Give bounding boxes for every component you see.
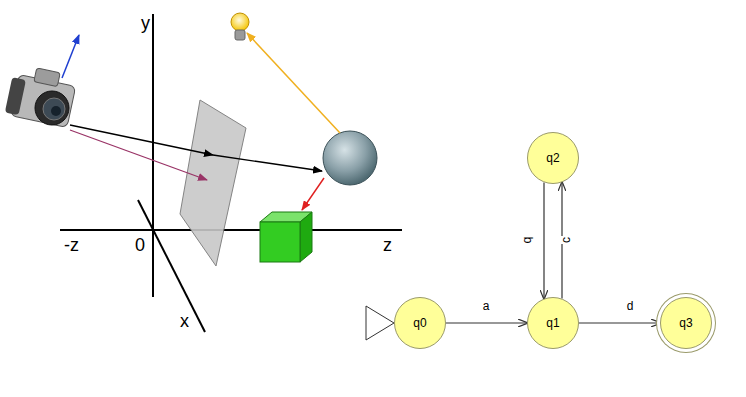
transition-label: c xyxy=(560,236,572,244)
state-circle: q1 xyxy=(527,297,579,349)
state-name: q1 xyxy=(546,316,559,330)
state-circle: q2 xyxy=(527,132,579,184)
axis-label: -z xyxy=(64,236,79,254)
transition-arrow xyxy=(543,182,544,298)
state-name: q2 xyxy=(546,151,559,165)
transition-label: b xyxy=(522,236,534,245)
state-circle: q0 xyxy=(394,297,446,349)
state-name: q3 xyxy=(679,316,692,330)
final-state-circle: q3 xyxy=(660,297,712,349)
axis-label: x xyxy=(180,312,189,330)
transition-label: d xyxy=(626,300,635,312)
axis-label: y xyxy=(141,14,150,32)
axis-label: 0 xyxy=(135,236,145,254)
transition-arrow xyxy=(579,322,660,323)
transition-label: a xyxy=(482,300,491,312)
transition-arrow xyxy=(446,322,527,323)
state-name: q0 xyxy=(413,316,426,330)
axis-label: z xyxy=(383,236,392,254)
